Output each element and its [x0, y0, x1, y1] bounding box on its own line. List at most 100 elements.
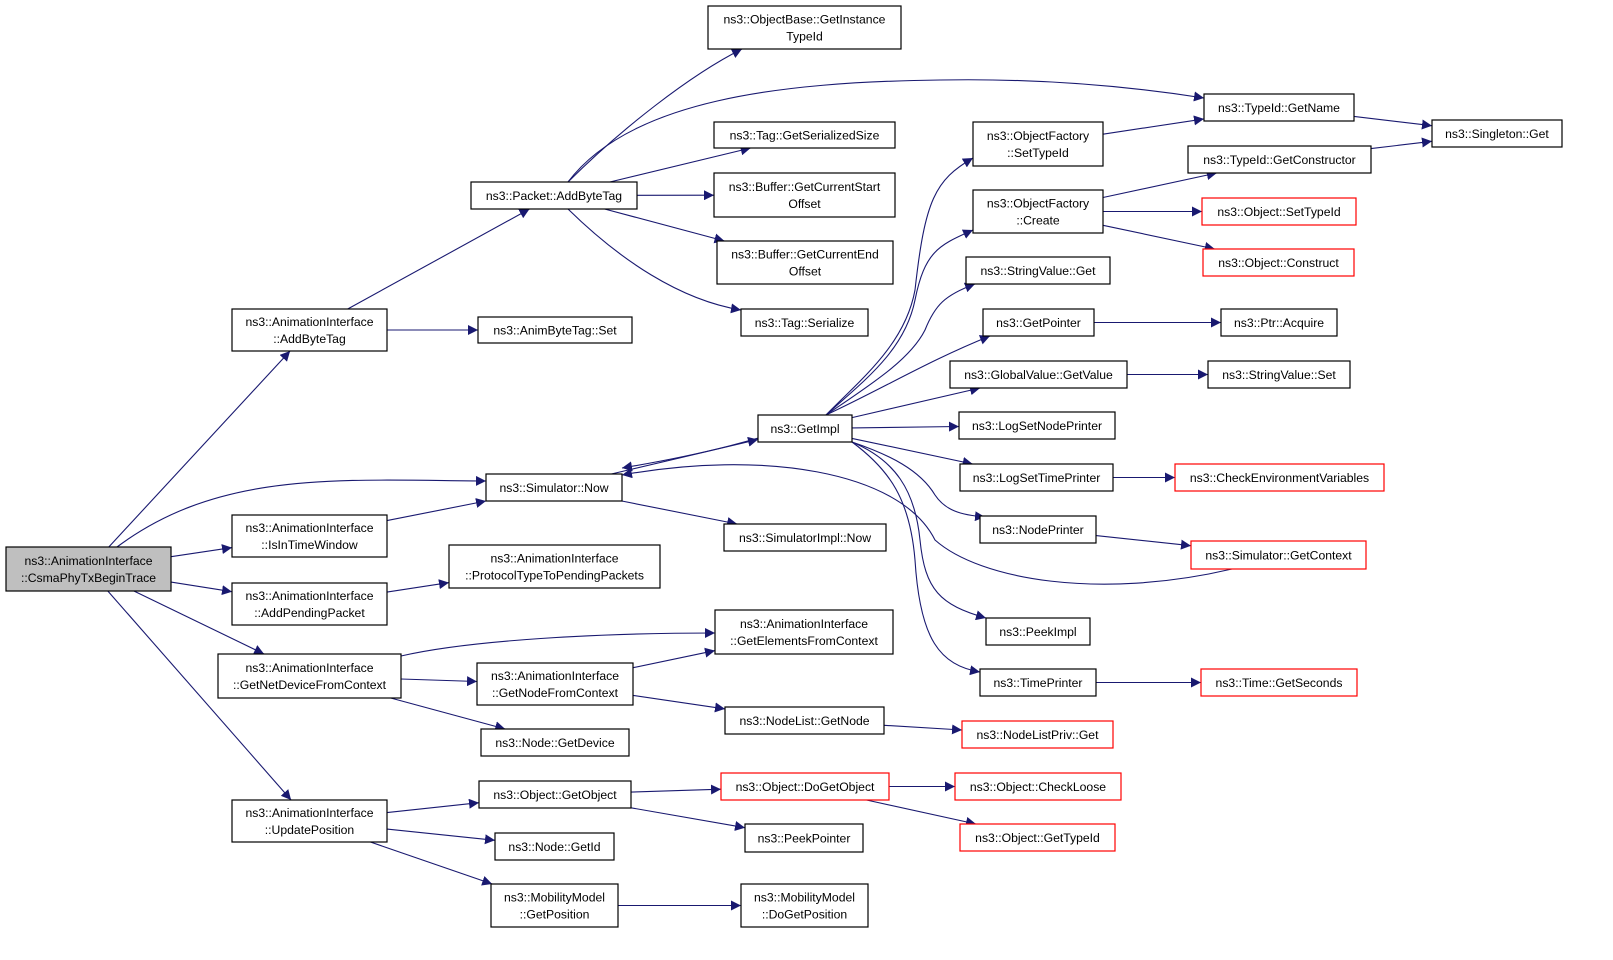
edge-typeid_getconstructor-to-singleton_get [1370, 137, 1433, 150]
node-box [979, 515, 1097, 544]
node-object-construct[interactable]: ns3::Object::Construct [1202, 248, 1355, 277]
node-label-line: ns3::NodePrinter [992, 523, 1083, 537]
node-box [485, 473, 623, 502]
edge-getimpl-to-globalvalue_getvalue [851, 385, 981, 419]
node-ai-addbytetag[interactable]: ns3::AnimationInterface::AddByteTag [231, 308, 388, 352]
edge-getimpl-to-stringvalue_get [825, 282, 976, 416]
node-box [720, 772, 890, 801]
node-box [979, 668, 1097, 697]
node-getimpl[interactable]: ns3::GetImpl [757, 414, 853, 443]
node-box [5, 546, 172, 592]
node-nodeprinter[interactable]: ns3::NodePrinter [979, 515, 1097, 544]
node-nodelist-getnode[interactable]: ns3::NodeList::GetNode [724, 706, 885, 735]
node-label-line: ns3::TypeId::GetName [1218, 101, 1340, 115]
node-root[interactable]: ns3::AnimationInterface::CsmaPhyTxBeginT… [5, 546, 172, 592]
node-peekimpl[interactable]: ns3::PeekImpl [985, 617, 1091, 646]
node-box [231, 582, 388, 626]
node-logsetnodeprinter[interactable]: ns3::LogSetNodePrinter [958, 411, 1116, 440]
node-getpointer[interactable]: ns3::GetPointer [982, 308, 1095, 337]
node-label-line: ns3::Ptr::Acquire [1234, 316, 1324, 330]
node-node-getid[interactable]: ns3::Node::GetId [494, 832, 615, 861]
node-box [965, 256, 1111, 285]
node-mobilitymodel-dogetposition[interactable]: ns3::MobilityModel::DoGetPosition [740, 883, 869, 928]
node-box [1187, 145, 1372, 174]
node-label-line: ns3::TimePrinter [994, 676, 1083, 690]
node-node-getdevice[interactable]: ns3::Node::GetDevice [480, 728, 630, 757]
edge-packet_addbytetag-to-buffer_getcurrentendoffset [604, 208, 725, 244]
node-label-line: ns3::GlobalValue::GetValue [964, 368, 1113, 382]
node-objectfactory-settypeid[interactable]: ns3::ObjectFactory::SetTypeId [972, 121, 1104, 167]
edge-getimpl-to-getpointer [825, 335, 991, 416]
node-ptr-acquire[interactable]: ns3::Ptr::Acquire [1220, 308, 1338, 337]
node-label-line: ::GetNodeFromContext [492, 686, 619, 700]
node-tag-serialize[interactable]: ns3::Tag::Serialize [740, 308, 869, 337]
node-stringvalue-get[interactable]: ns3::StringValue::Get [965, 256, 1111, 285]
node-nodelistpriv-get[interactable]: ns3::NodeListPriv::Get [961, 720, 1114, 749]
node-box [724, 706, 885, 735]
node-ai-isintimewindow[interactable]: ns3::AnimationInterface::IsInTimeWindow [231, 514, 388, 558]
node-label-line: ns3::Object::CheckLoose [970, 780, 1106, 794]
node-simulator-now[interactable]: ns3::Simulator::Now [485, 473, 623, 502]
node-object-dogetobject[interactable]: ns3::Object::DoGetObject [720, 772, 890, 801]
node-box [1202, 248, 1355, 277]
node-label-line: ns3::AnimationInterface [490, 552, 618, 566]
edge-nodeprinter-to-simulator_getcontext [1095, 535, 1192, 550]
node-ai-getelementsfromcontext[interactable]: ns3::AnimationInterface::GetElementsFrom… [714, 609, 894, 655]
node-box [1201, 197, 1357, 226]
node-tag-getserializedsize[interactable]: ns3::Tag::GetSerializedSize [713, 121, 896, 149]
node-ai-addpendingpacket[interactable]: ns3::AnimationInterface::AddPendingPacke… [231, 582, 388, 626]
node-box [231, 514, 388, 558]
node-typeid-getname[interactable]: ns3::TypeId::GetName [1203, 93, 1355, 122]
node-object-checkloose[interactable]: ns3::Object::CheckLoose [954, 772, 1122, 801]
node-object-settypeid[interactable]: ns3::Object::SetTypeId [1201, 197, 1357, 226]
node-singleton-get[interactable]: ns3::Singleton::Get [1431, 119, 1563, 148]
node-label-line: ns3::AnimationInterface [245, 521, 373, 535]
node-peekpointer[interactable]: ns3::PeekPointer [744, 823, 864, 853]
node-ai-getnodefromcontext[interactable]: ns3::AnimationInterface::GetNodeFromCont… [476, 662, 634, 706]
node-label-line: ns3::AnimationInterface [491, 669, 619, 683]
node-label-line: ns3::MobilityModel [504, 891, 605, 905]
node-box [982, 308, 1095, 337]
edge-packet_addbytetag-to-typeid_getname [567, 79, 1205, 183]
node-animbytetag-set[interactable]: ns3::AnimByteTag::Set [477, 316, 633, 344]
edge-objectfactory_create-to-object_construct [1102, 224, 1215, 252]
node-label-line: ns3::LogSetTimePrinter [973, 471, 1101, 485]
node-ai-protocoltypetopendingpackets[interactable]: ns3::AnimationInterface::ProtocolTypeToP… [448, 544, 661, 589]
node-mobilitymodel-getposition[interactable]: ns3::MobilityModel::GetPosition [490, 883, 619, 928]
node-label-line: ns3::LogSetNodePrinter [972, 419, 1102, 433]
node-box [231, 799, 388, 843]
edge-getimpl-to-nodeprinter [851, 441, 986, 522]
node-ai-getnetdevicefromcontext[interactable]: ns3::AnimationInterface::GetNetDeviceFro… [217, 653, 402, 699]
node-packet-addbytetag[interactable]: ns3::Packet::AddByteTag [470, 181, 638, 210]
node-label-line: ns3::Object::Construct [1218, 256, 1339, 270]
node-box [713, 121, 896, 149]
node-box [714, 609, 894, 655]
node-label-line: ns3::StringValue::Set [1222, 368, 1336, 382]
node-simulatorimpl-now[interactable]: ns3::SimulatorImpl::Now [723, 523, 887, 552]
node-objectfactory-create[interactable]: ns3::ObjectFactory::Create [972, 189, 1104, 234]
node-typeid-getconstructor[interactable]: ns3::TypeId::GetConstructor [1187, 145, 1372, 174]
function-nodes: ns3::AnimationInterface::CsmaPhyTxBeginT… [5, 5, 1563, 928]
node-object-gettypeid[interactable]: ns3::Object::GetTypeId [959, 823, 1116, 852]
edge-objectfactory_create-to-typeid_getconstructor [1102, 170, 1217, 199]
node-globalvalue-getvalue[interactable]: ns3::GlobalValue::GetValue [949, 360, 1128, 389]
node-label-line: Offset [789, 265, 822, 279]
node-time-getseconds[interactable]: ns3::Time::GetSeconds [1200, 668, 1358, 697]
node-object-getobject[interactable]: ns3::Object::GetObject [478, 780, 632, 809]
node-label-line: ns3::ObjectFactory [987, 129, 1090, 143]
node-checkenvironmentvariables[interactable]: ns3::CheckEnvironmentVariables [1174, 463, 1385, 492]
node-label-line: ns3::StringValue::Get [981, 264, 1097, 278]
node-timeprinter[interactable]: ns3::TimePrinter [979, 668, 1097, 697]
node-ai-updateposition[interactable]: ns3::AnimationInterface::UpdatePosition [231, 799, 388, 843]
node-label-line: Offset [788, 197, 821, 211]
node-simulator-getcontext[interactable]: ns3::Simulator::GetContext [1190, 540, 1367, 570]
node-box [949, 360, 1128, 389]
node-stringvalue-set[interactable]: ns3::StringValue::Set [1207, 360, 1351, 389]
node-label-line: ns3::MobilityModel [754, 891, 855, 905]
edge-ai_addpendingpacket-to-ai_protocoltypetopendingpackets [386, 579, 450, 593]
node-logsettimeprinter[interactable]: ns3::LogSetTimePrinter [959, 463, 1114, 492]
